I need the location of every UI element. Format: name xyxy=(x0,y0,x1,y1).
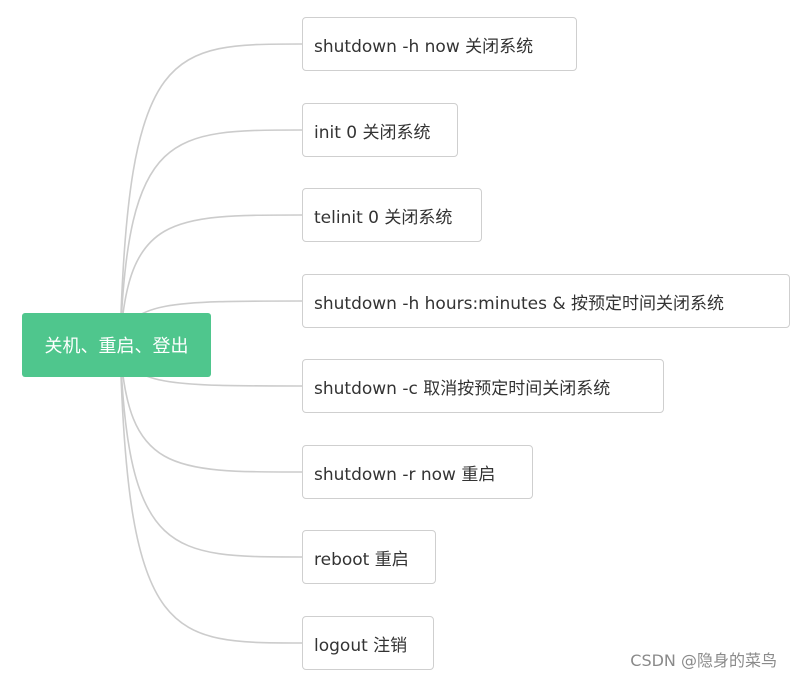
node-shutdown-h-scheduled[interactable]: shutdown -h hours:minutes & 按预定时间关闭系统 xyxy=(302,274,790,328)
root-label: 关机、重启、登出 xyxy=(44,336,189,357)
node-shutdown-r-now[interactable]: shutdown -r now 重启 xyxy=(302,445,533,499)
node-label: telinit 0 关闭系统 xyxy=(314,207,453,228)
node-label: shutdown -h hours:minutes & 按预定时间关闭系统 xyxy=(314,293,725,314)
node-reboot[interactable]: reboot 重启 xyxy=(302,530,436,584)
connector-1 xyxy=(119,129,303,346)
connector-0 xyxy=(119,43,303,346)
node-shutdown-c[interactable]: shutdown -c 取消按预定时间关闭系统 xyxy=(302,359,664,413)
node-label: shutdown -r now 重启 xyxy=(314,464,496,485)
node-telinit-0[interactable]: telinit 0 关闭系统 xyxy=(302,188,482,242)
node-logout[interactable]: logout 注销 xyxy=(302,616,434,670)
connector-6 xyxy=(119,344,303,558)
connector-2 xyxy=(119,214,303,346)
connector-7 xyxy=(119,344,303,644)
watermark: CSDN @隐身的菜鸟 xyxy=(630,651,777,670)
connector-5 xyxy=(119,344,303,473)
node-label: shutdown -c 取消按预定时间关闭系统 xyxy=(314,378,611,399)
node-label: shutdown -h now 关闭系统 xyxy=(314,36,534,57)
root-node[interactable]: 关机、重启、登出 xyxy=(22,313,211,377)
node-label: reboot 重启 xyxy=(314,549,409,570)
node-label: logout 注销 xyxy=(314,635,408,656)
node-init-0[interactable]: init 0 关闭系统 xyxy=(302,103,458,157)
node-label: init 0 关闭系统 xyxy=(314,122,431,143)
node-shutdown-h-now[interactable]: shutdown -h now 关闭系统 xyxy=(302,17,577,71)
